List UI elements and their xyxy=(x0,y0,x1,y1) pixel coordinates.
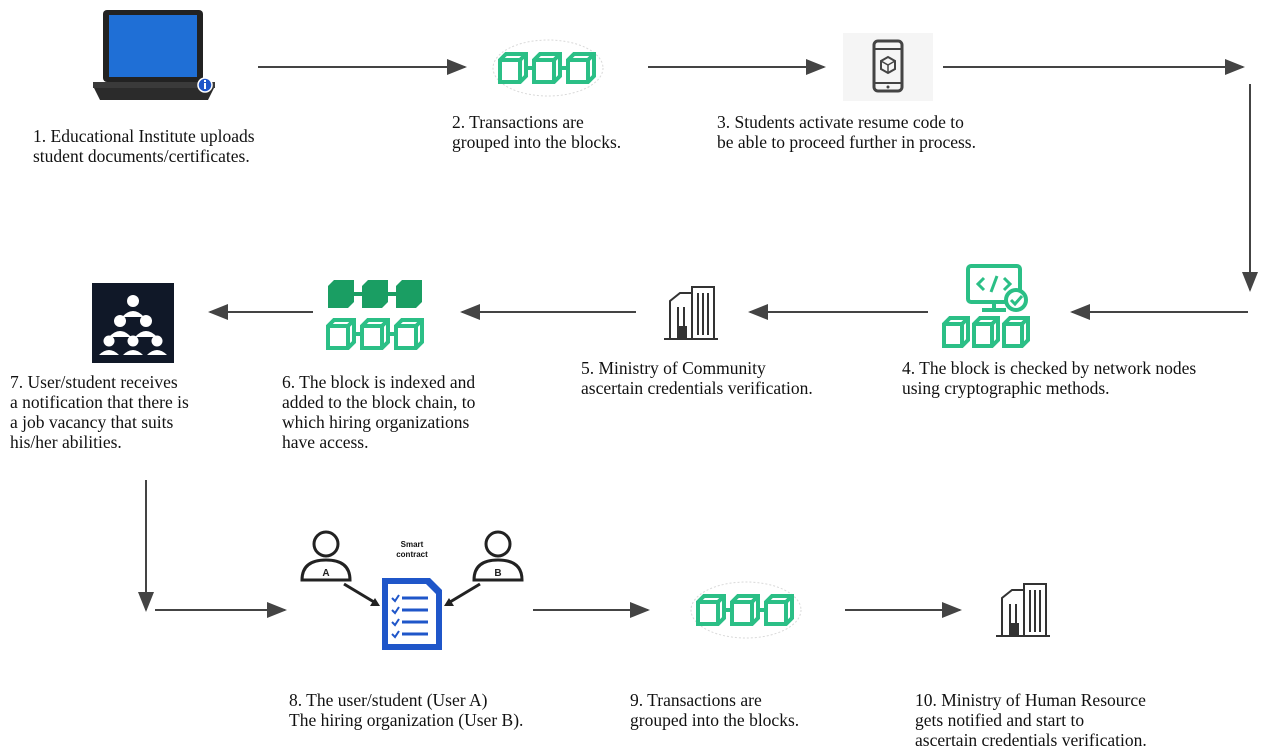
step-10-text: 10. Ministry of Human Resource gets noti… xyxy=(915,690,1147,750)
user-b-icon xyxy=(472,530,524,582)
smart-contract-icon: A B xyxy=(292,526,528,656)
stacked-blocks-icon xyxy=(322,274,432,363)
step-2-text: 2. Transactions are grouped into the blo… xyxy=(452,112,622,152)
building-icon xyxy=(992,580,1052,643)
contract-document-icon xyxy=(382,578,442,650)
block-chain-icon xyxy=(690,580,802,645)
monitor-code-check-icon xyxy=(940,262,1040,359)
step-3-text: 3. Students activate resume code to be a… xyxy=(717,112,976,152)
step-8-text: 8. The user/student (User A) The hiring … xyxy=(289,690,524,730)
svg-text:B: B xyxy=(494,568,501,579)
step-9-text: 9. Transactions are grouped into the blo… xyxy=(630,690,800,730)
step-1-text: 1. Educational Institute uploads student… xyxy=(33,126,255,166)
svg-text:A: A xyxy=(322,568,329,579)
laptop-icon xyxy=(88,8,220,109)
user-a-icon xyxy=(300,530,352,582)
smart-contract-label: Smart contract xyxy=(396,540,428,559)
step-5-text: 5. Ministry of Community ascertain crede… xyxy=(581,358,813,398)
people-hierarchy-icon xyxy=(92,283,174,368)
step-7-text: 7. User/student receives a notification … xyxy=(10,372,189,452)
step-4-text: 4. The block is checked by network nodes… xyxy=(902,358,1197,398)
smartphone-icon xyxy=(843,33,933,106)
building-icon xyxy=(660,283,720,346)
block-chain-icon xyxy=(492,38,604,103)
step-6-text: 6. The block is indexed and added to the… xyxy=(282,372,476,452)
